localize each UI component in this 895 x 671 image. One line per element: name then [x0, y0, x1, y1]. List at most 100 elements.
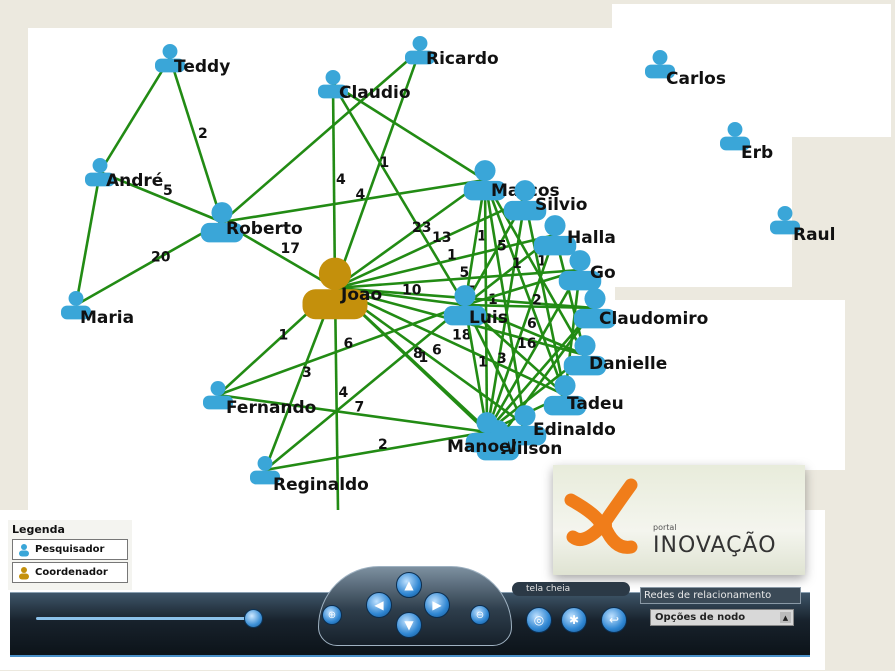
opcoes-nodo-select[interactable]: Opções de nodo ▲ [650, 609, 794, 626]
brand-big-text: INOVAÇÃO [653, 533, 777, 558]
edge-luis-manoel [463, 304, 489, 433]
zoom-slider-track[interactable] [36, 617, 254, 620]
node-fernando[interactable]: Fernando [203, 380, 316, 418]
person-icon-body [155, 58, 185, 73]
fullscreen-toggle[interactable]: tela cheia [512, 582, 630, 596]
node-danielle[interactable]: Danielle [563, 335, 667, 376]
person-icon-body [302, 289, 368, 320]
node-claudio[interactable]: Claudio [318, 69, 411, 103]
edge-weight-label: 6 [344, 336, 354, 352]
edge-teddy-roberto [168, 57, 224, 223]
person-icon-head [412, 35, 428, 51]
node-joao[interactable]: Joao [302, 257, 383, 320]
node-andre[interactable]: André [85, 157, 163, 191]
person-icon-head [325, 69, 341, 85]
node-claudomiro[interactable]: Claudomiro [573, 288, 709, 329]
edge-weight-label: 6 [432, 343, 442, 359]
brand-small-text: portal [653, 523, 677, 532]
portal-inovacao-logo: portal INOVAÇÃO [553, 465, 805, 575]
node-label: Wilson [498, 439, 562, 459]
pan-left-button[interactable]: ◀ [366, 592, 392, 618]
person-icon-body [558, 270, 602, 291]
person-icon-head [544, 215, 566, 237]
node-maria[interactable]: Maria [61, 290, 134, 328]
node-label: Reginaldo [273, 475, 369, 495]
edge-andre-roberto [99, 170, 223, 224]
person-icon-head [574, 335, 596, 357]
node-label: Luis [469, 308, 508, 328]
zoom-slider-knob[interactable] [244, 609, 263, 628]
person-icon-head [92, 157, 108, 173]
edge-weight-label: 4 [339, 385, 349, 401]
pan-down-button[interactable]: ▼ [396, 612, 422, 638]
person-icon-body [61, 305, 91, 320]
node-reginaldo[interactable]: Reginaldo [250, 455, 369, 495]
edge-weight-label: 4 [336, 172, 346, 188]
person-icon-head [727, 121, 743, 137]
graph-panel-right-mid [615, 300, 845, 470]
node-erb[interactable]: Erb [720, 121, 773, 163]
person-icon-body [533, 235, 577, 256]
edge-marcos-edinaldo [483, 179, 527, 426]
node-label: Teddy [174, 57, 230, 77]
person-icon-body [573, 308, 617, 329]
person-icon-body [463, 180, 507, 201]
node-raul[interactable]: Raul [770, 205, 836, 245]
legend-label-pesquisador: Pesquisador [35, 544, 105, 555]
edge-fernando-luis [217, 303, 466, 397]
node-ricardo[interactable]: Ricardo [405, 35, 499, 69]
person-icon-body [318, 84, 348, 99]
node-edinaldo[interactable]: Edinaldo [503, 405, 616, 446]
edge-weight-label: 1 [447, 248, 457, 264]
person-icon-body [503, 425, 547, 446]
edge-weight-label: 1 [488, 292, 498, 308]
center-view-icon[interactable]: ◎ [526, 607, 552, 633]
node-label: Tadeu [567, 394, 624, 414]
person-icon-body [250, 470, 280, 485]
edge-weight-label: 18 [452, 328, 471, 344]
edge-weight-label: 10 [402, 283, 422, 299]
pan-up-button[interactable]: ▲ [396, 572, 422, 598]
layout-star-icon[interactable]: ✱ [561, 607, 587, 633]
edge-joao-bottom [333, 287, 340, 511]
person-icon-head [454, 285, 476, 307]
back-arrow-icon[interactable]: ↩ [601, 607, 627, 633]
edge-weight-label: 16 [517, 336, 536, 352]
person-icon-head [474, 160, 496, 182]
node-silvio[interactable]: Silvio [503, 180, 588, 221]
edge-joao-edinaldo [334, 286, 526, 427]
node-label: Joao [340, 285, 382, 305]
person-icon-body [770, 220, 800, 235]
person-icon-body [85, 172, 115, 187]
zoom-out-icon[interactable]: ⊖ [470, 605, 490, 625]
node-go[interactable]: Go [558, 250, 616, 291]
person-icon-body [203, 395, 233, 410]
node-roberto[interactable]: Roberto [200, 202, 303, 243]
node-halla[interactable]: Halla [533, 215, 616, 256]
chevron-up-icon: ▲ [780, 612, 791, 623]
edge-silvio-manoel [485, 199, 527, 433]
node-label: Danielle [589, 354, 667, 374]
edge-fernando-manoel [217, 393, 488, 434]
node-label: Ricardo [426, 49, 499, 69]
edge-halla-manoel [485, 234, 557, 433]
node-luis[interactable]: Luis [443, 285, 508, 328]
edge-roberto-marcos [221, 178, 486, 224]
node-label: Go [590, 263, 616, 283]
redes-relacionamento-button[interactable]: Redes de relacionamento [640, 587, 801, 604]
legend-title: Legenda [12, 523, 65, 536]
node-carlos[interactable]: Carlos [645, 49, 726, 89]
node-teddy[interactable]: Teddy [155, 43, 230, 77]
zoom-in-icon[interactable]: ⊕ [322, 605, 342, 625]
person-icon-head [211, 202, 233, 224]
edge-weight-label: 4 [356, 187, 366, 203]
pan-right-button[interactable]: ▶ [424, 592, 450, 618]
person-icon-head [162, 43, 178, 59]
edge-silvio-tadeu [523, 199, 567, 396]
node-manoel[interactable]: Manoel [447, 412, 517, 457]
node-label: Roberto [226, 219, 303, 239]
person-icon-body [200, 222, 244, 243]
edge-roberto-ricardo [221, 49, 421, 223]
node-tadeu[interactable]: Tadeu [543, 375, 624, 416]
